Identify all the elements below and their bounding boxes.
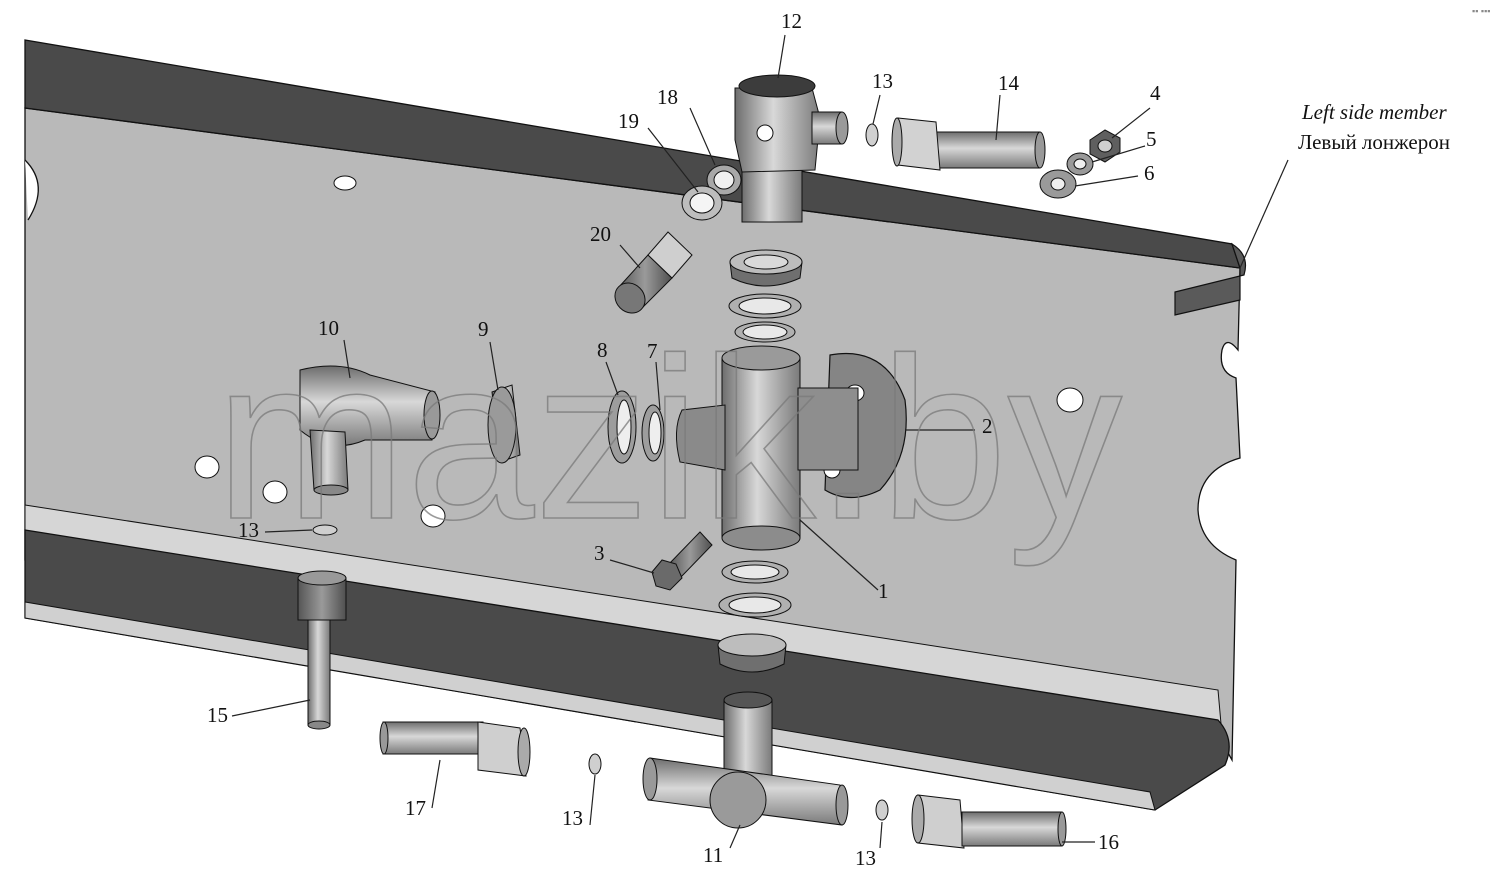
callout-18: 18 (657, 85, 678, 109)
part-upper-ring-b (734, 321, 796, 343)
callout-10: 10 (318, 316, 339, 340)
part-11-lower-tee (642, 691, 849, 829)
callout-3: 3 (594, 541, 605, 565)
part-10-elbow (299, 365, 441, 496)
callout-8: 8 (597, 338, 608, 362)
leader-lines (231, 34, 1289, 849)
part-3-bolt (651, 531, 713, 591)
part-18-washer (706, 164, 742, 196)
part-13-washer (312, 524, 338, 536)
part-9-sleeve (487, 384, 521, 464)
part-13-washer (875, 799, 889, 821)
watermark: mazik.by (215, 310, 1122, 567)
callout-5: 5 (1146, 127, 1157, 151)
callout-16: 16 (1098, 830, 1119, 854)
callout-19: 19 (618, 109, 639, 133)
callout-1: 1 (878, 579, 889, 603)
member-label-ru: Левый лонжерон (1298, 130, 1450, 154)
callout-15: 15 (207, 703, 228, 727)
part-lower-ring-a (721, 560, 789, 584)
callout-20: 20 (590, 222, 611, 246)
callout-7: 7 (647, 339, 658, 363)
callout-17: 17 (405, 796, 426, 820)
part-1-tee-body (676, 345, 859, 551)
part-13-washer (865, 123, 879, 147)
web-hole (262, 480, 288, 504)
part-14-pipe-nut (891, 117, 1046, 171)
web-hole (1056, 387, 1084, 413)
part-upper-nut (729, 249, 803, 287)
web-hole (420, 504, 446, 528)
callout-13-bottom-left: 13 (562, 806, 583, 830)
callout-13-top: 13 (872, 69, 893, 93)
part-13-washer (588, 753, 602, 775)
corner-mark: ▪▪ ▪▪▪ (1472, 6, 1490, 16)
part-15-fitting (297, 570, 347, 730)
part-16-pipe-nut (911, 794, 1067, 849)
part-6-washer (1039, 169, 1077, 199)
part-upper-ring-a (728, 293, 802, 319)
callout-13-left: 13 (238, 518, 259, 542)
part-12-tee-block (734, 74, 849, 223)
part-20-fitting (614, 231, 693, 314)
part-8-ring (607, 390, 637, 464)
part-lower-nut (717, 633, 787, 673)
callout-12: 12 (781, 9, 802, 33)
callout-9: 9 (478, 317, 489, 341)
member-label-en: Left side member (1301, 100, 1447, 124)
callout-numbers: 12 18 19 13 14 4 5 6 Left side member Ле… (207, 9, 1450, 870)
part-5-spring-washer (1066, 152, 1094, 176)
top-flange-lip (1174, 242, 1247, 316)
callout-11: 11 (703, 843, 723, 867)
callout-13-bottom-right: 13 (855, 846, 876, 870)
callout-2: 2 (982, 414, 993, 438)
part-lower-ring-b (718, 592, 792, 618)
callout-4: 4 (1150, 81, 1161, 105)
web-hole (194, 455, 220, 479)
left-end-notch (24, 159, 39, 221)
web-hole (333, 175, 357, 191)
part-19-washer (681, 185, 723, 221)
callout-14: 14 (998, 71, 1020, 95)
part-17-pipe-nut (379, 721, 531, 777)
callout-6: 6 (1144, 161, 1155, 185)
part-7-ring (641, 404, 665, 462)
